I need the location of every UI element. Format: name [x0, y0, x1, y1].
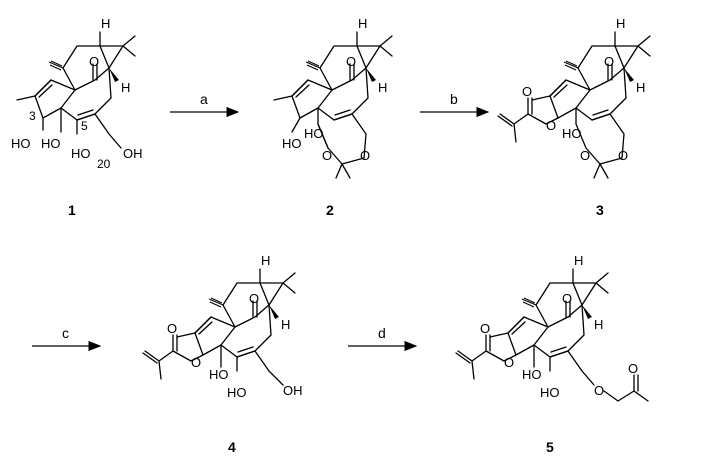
atom-label-HO: HO: [282, 136, 302, 151]
step-label-c: c: [62, 325, 69, 341]
atom-label-O: O: [522, 84, 532, 99]
atom-label-O: O: [480, 321, 490, 336]
atom-label-O: O: [594, 383, 604, 398]
atom-label-H: H: [616, 16, 625, 31]
atom-label-H: H: [121, 80, 130, 95]
atom-label-O: O: [167, 321, 177, 336]
atom-label-H: H: [574, 253, 583, 268]
compound-number-3: 3: [596, 202, 604, 218]
atom-label-HO: HO: [209, 367, 229, 382]
step-label-a: a: [200, 91, 208, 107]
atom-label-O: O: [360, 148, 370, 163]
compound-number-4: 4: [228, 439, 236, 455]
position-label-20: 20: [97, 157, 111, 171]
atom-label-OH: OH: [123, 146, 143, 161]
step-label-b: b: [450, 91, 458, 107]
atom-label-O: O: [562, 291, 572, 306]
atom-label-HO: HO: [71, 146, 91, 161]
arrow-step-c: c: [32, 325, 102, 352]
atom-label-H: H: [281, 317, 290, 332]
atom-label-HO: HO: [11, 136, 31, 151]
atom-label-HO: HO: [304, 126, 324, 141]
position-label-3: 3: [29, 109, 36, 123]
atom-label-O: O: [618, 148, 628, 163]
atom-label-O: O: [604, 54, 614, 69]
atom-label-O: O: [580, 148, 590, 163]
atom-label-H: H: [358, 16, 367, 31]
compound-5-structure: O O HO HO O O O H H: [455, 253, 649, 402]
position-label-5: 5: [81, 119, 88, 133]
atom-label-O: O: [346, 54, 356, 69]
arrow-step-a: a: [170, 91, 240, 118]
arrow-step-d: d: [348, 325, 418, 352]
compound-1-structure: HO HO HO OH O H H 3 5 20: [11, 16, 143, 171]
atom-label-O: O: [322, 148, 332, 163]
compound-3-structure: O O HO O O O H H: [497, 16, 651, 179]
atom-label-H: H: [636, 80, 645, 95]
step-label-d: d: [378, 325, 386, 341]
compound-4-structure: O O HO HO OH O H H: [142, 253, 303, 400]
atom-label-HO: HO: [41, 136, 61, 151]
atom-label-HO: HO: [227, 385, 247, 400]
atom-label-O: O: [546, 118, 556, 133]
atom-label-H: H: [101, 16, 110, 31]
atom-label-O: O: [89, 54, 99, 69]
atom-label-HO: HO: [522, 367, 542, 382]
atom-label-OH: OH: [283, 383, 303, 398]
atom-label-HO: HO: [562, 126, 582, 141]
atom-label-H: H: [594, 317, 603, 332]
atom-label-O: O: [249, 291, 259, 306]
compound-number-1: 1: [68, 202, 76, 218]
atom-label-H: H: [378, 80, 387, 95]
arrow-step-b: b: [420, 91, 490, 118]
compound-2-structure: HO HO O O O H H: [273, 16, 393, 179]
atom-label-O: O: [504, 355, 514, 370]
compound-number-2: 2: [326, 202, 334, 218]
atom-label-O: O: [628, 361, 638, 376]
compound-number-5: 5: [546, 439, 554, 455]
atom-label-HO: HO: [540, 385, 560, 400]
atom-label-O: O: [191, 355, 201, 370]
atom-label-H: H: [261, 253, 270, 268]
